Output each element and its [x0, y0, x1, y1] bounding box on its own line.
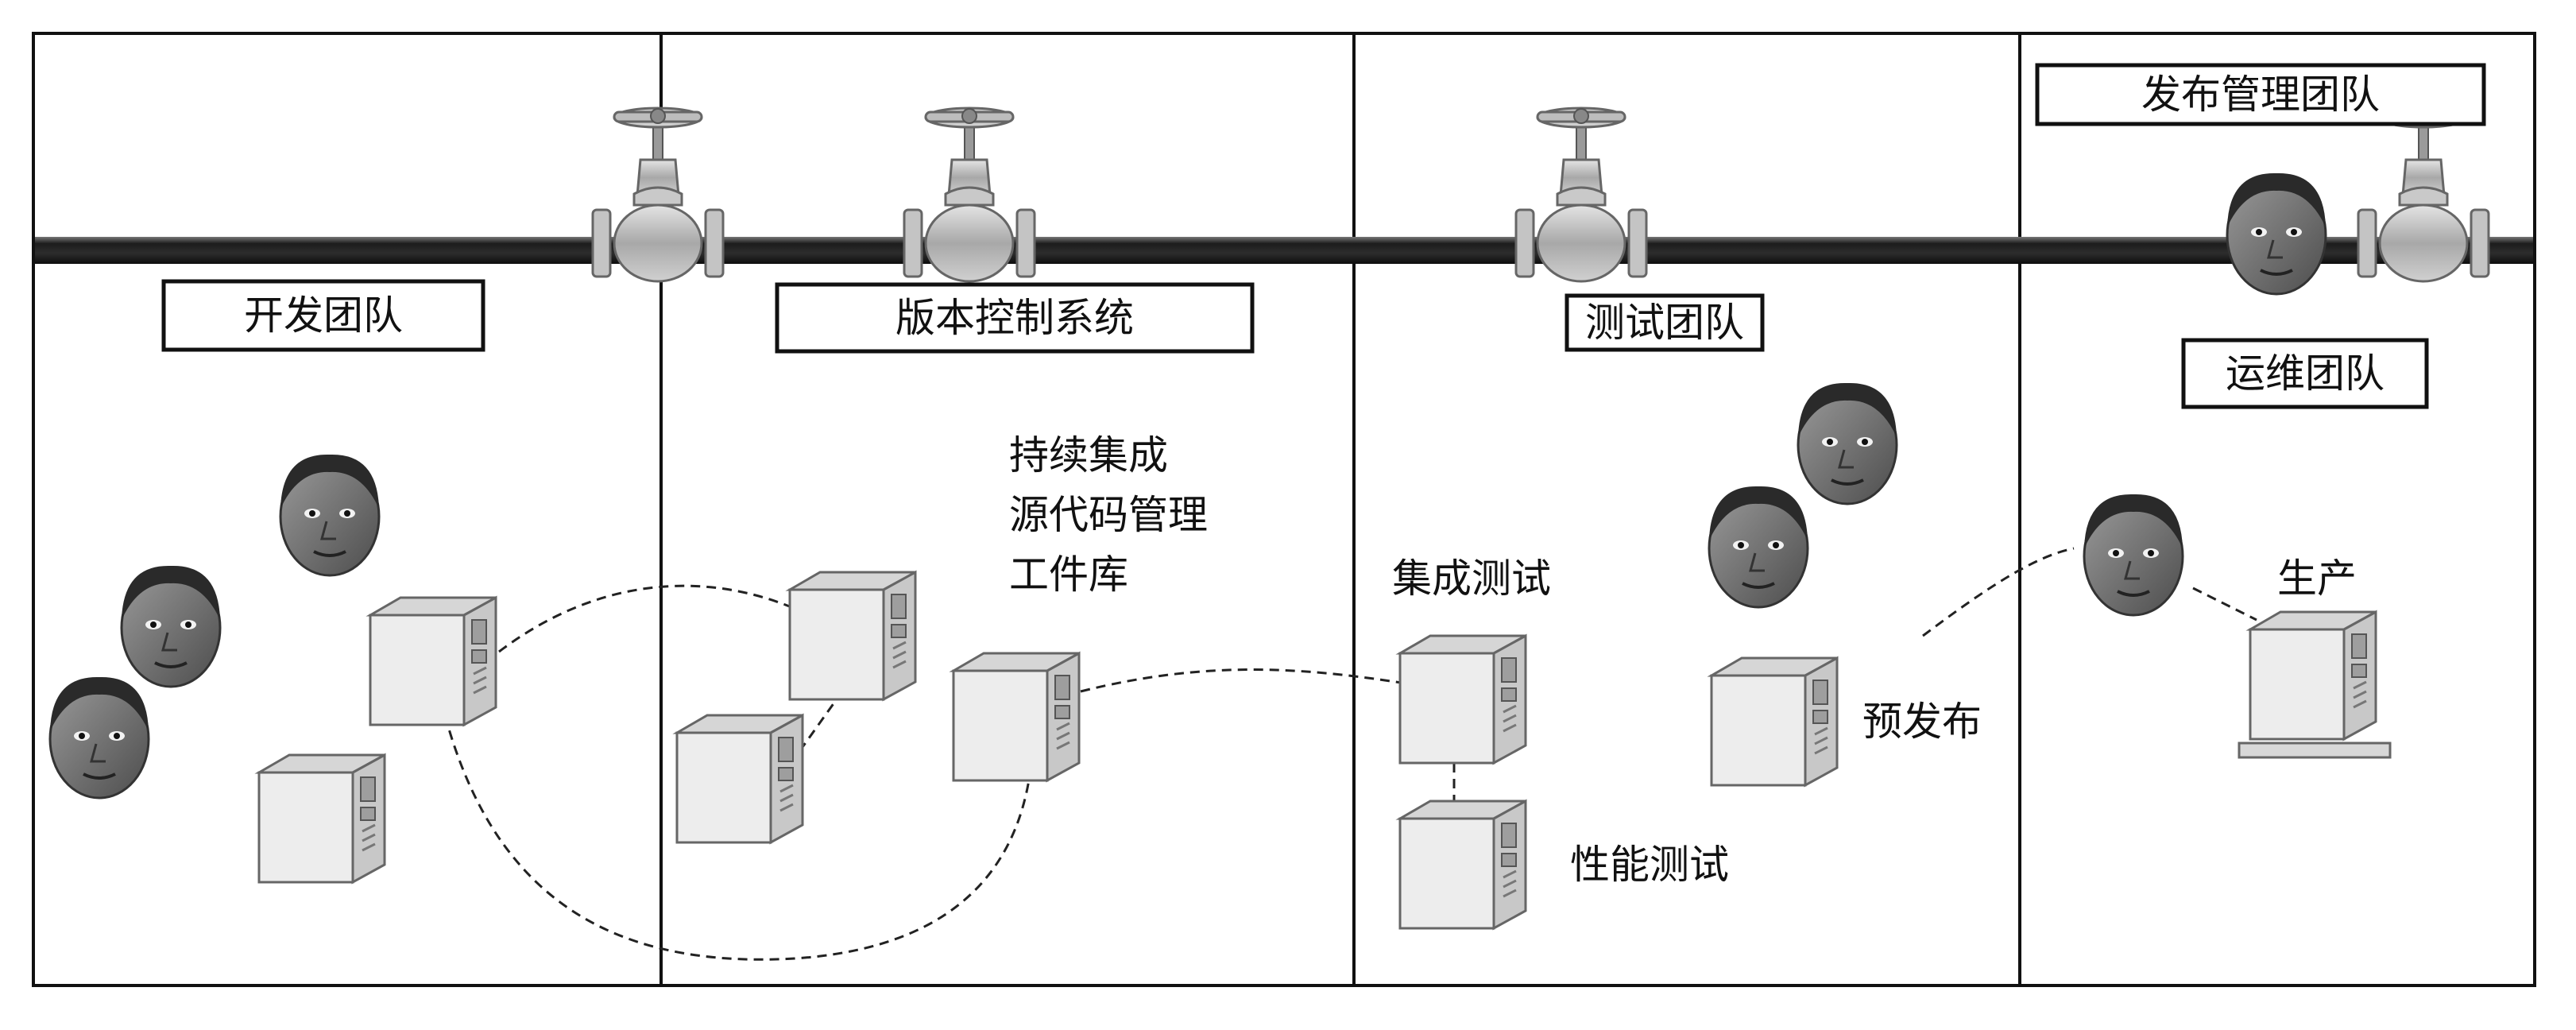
vcs-label: 版本控制系统 — [775, 282, 1255, 354]
svg-text:运维团队: 运维团队 — [2226, 350, 2385, 397]
prerelease-to-prod — [1922, 547, 2075, 637]
person-face-icon — [1708, 484, 1809, 609]
server-icon — [1710, 656, 1839, 787]
server-icon — [2249, 610, 2377, 741]
person-face-icon — [2083, 492, 2184, 617]
server-icon — [1398, 800, 1527, 930]
svg-text:测试团队: 测试团队 — [1585, 300, 1744, 346]
connection-lines — [443, 547, 2257, 961]
ops-team-label: 运维团队 — [2181, 338, 2429, 409]
dev-to-vcs-arc — [498, 584, 803, 653]
svg-text:版本控制系统: 版本控制系统 — [895, 295, 1134, 341]
vcs-note-ci: 持续集成 — [1009, 432, 1168, 478]
server-icon — [952, 652, 1081, 782]
person-face-icon — [279, 452, 381, 577]
diagram-frame — [32, 32, 2536, 987]
vcs-note-scm: 源代码管理 — [1009, 492, 1208, 538]
test-team-label: 测试团队 — [1565, 293, 1765, 352]
svg-text:发布管理团队: 发布管理团队 — [2141, 72, 2380, 118]
server-icon — [369, 596, 497, 726]
person-face-icon — [120, 563, 222, 688]
stage-performance-test: 性能测试 — [1570, 842, 1729, 888]
svg-text:开发团队: 开发团队 — [244, 292, 403, 339]
person-face-icon — [1797, 381, 1898, 505]
server-icon — [788, 571, 917, 701]
dev-team-label: 开发团队 — [161, 279, 485, 352]
stage-integration-test: 集成测试 — [1392, 556, 1551, 602]
person-face-icon — [2226, 171, 2327, 296]
person-face-icon — [48, 675, 150, 800]
vcs-link-1 — [801, 691, 844, 748]
server-icon — [1398, 634, 1527, 765]
server-icon — [257, 753, 386, 884]
vcs-to-test — [1080, 668, 1407, 693]
server-base — [2238, 742, 2392, 759]
vcs-note-artifact: 工件库 — [1009, 552, 1128, 598]
server-icon — [675, 714, 804, 844]
release-team-label: 发布管理团队 — [2035, 63, 2486, 126]
stage-production: 生产 — [2277, 556, 2357, 602]
dev-to-vcs-lower-arc — [443, 714, 1033, 961]
ops-to-prod — [2192, 587, 2257, 621]
pipe — [35, 237, 2533, 264]
stage-pre-release: 预发布 — [1862, 699, 1982, 745]
